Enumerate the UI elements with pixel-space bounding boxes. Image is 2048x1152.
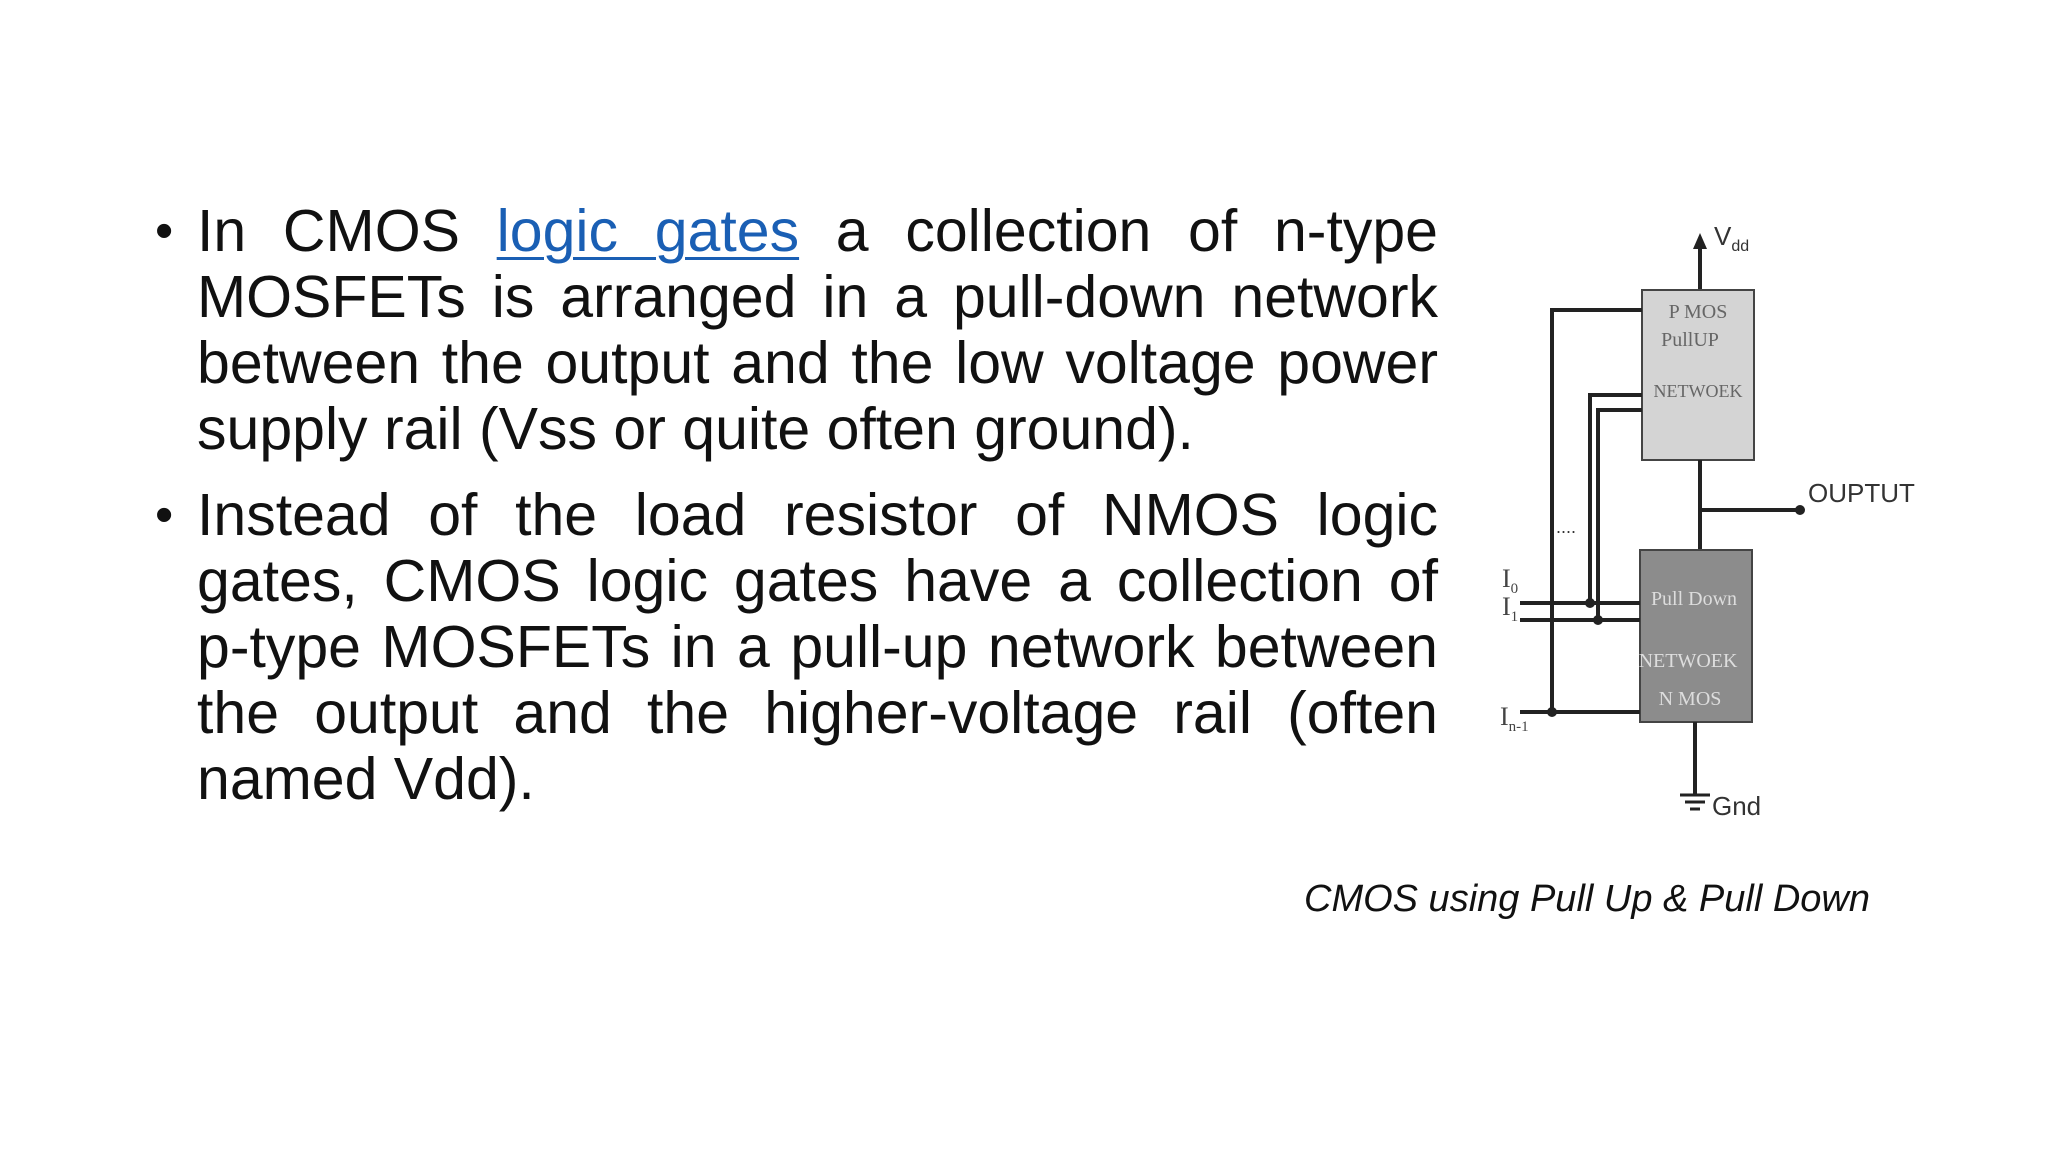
- output-node: [1795, 505, 1805, 515]
- figure-caption: CMOS using Pull Up & Pull Down: [1304, 878, 1870, 920]
- input-1-label: I1: [1502, 592, 1518, 625]
- input-0-wire-pmos: [1588, 393, 1642, 603]
- nmos-label-2: NETWOEK: [1639, 650, 1738, 672]
- cmos-diagram-svg: Vdd P MOS PullUP NETWOEK OUPTUT Pull Dow…: [1500, 221, 1915, 821]
- bullet-1-text-start: In CMOS: [197, 198, 497, 264]
- logic-gates-link[interactable]: logic gates: [496, 198, 800, 264]
- vdd-arrow-icon: [1693, 233, 1707, 249]
- bullet-1-text-end: a collection of n-type MOSFETs is arrang…: [197, 198, 1438, 462]
- vdd-label: Vdd: [1714, 221, 1749, 255]
- bullet-list: • In CMOS logic gates a collection of n-…: [155, 198, 1438, 832]
- pmos-label-1: P MOS: [1669, 301, 1728, 323]
- gnd-label: Gnd: [1712, 791, 1761, 821]
- nmos-label-3: N MOS: [1659, 688, 1722, 710]
- input-0-label: I0: [1502, 564, 1518, 597]
- bullet-marker: •: [155, 202, 174, 260]
- input-1-wire-pmos: [1596, 408, 1642, 620]
- input-n-wire-pmos: [1550, 308, 1642, 712]
- input-ellipsis: ....: [1556, 517, 1576, 537]
- input-0-node: [1585, 598, 1595, 608]
- output-label: OUPTUT: [1808, 478, 1915, 508]
- nmos-box: [1639, 549, 1753, 723]
- nmos-label-1: Pull Down: [1651, 588, 1737, 610]
- pmos-label-2: PullUP: [1661, 329, 1719, 351]
- bullet-item-2: • Instead of the load resistor of NMOS l…: [155, 482, 1438, 812]
- cmos-diagram: Vdd P MOS PullUP NETWOEK OUPTUT Pull Dow…: [1490, 215, 1930, 840]
- input-1-node: [1593, 615, 1603, 625]
- bullet-marker: •: [155, 486, 174, 544]
- input-n-node: [1547, 707, 1557, 717]
- bullet-2-text: Instead of the load resistor of NMOS log…: [197, 482, 1438, 812]
- pmos-label-3: NETWOEK: [1654, 381, 1743, 401]
- bullet-item-1: • In CMOS logic gates a collection of n-…: [155, 198, 1438, 462]
- input-n-label: In-1: [1500, 702, 1529, 735]
- pmos-box: [1641, 289, 1755, 461]
